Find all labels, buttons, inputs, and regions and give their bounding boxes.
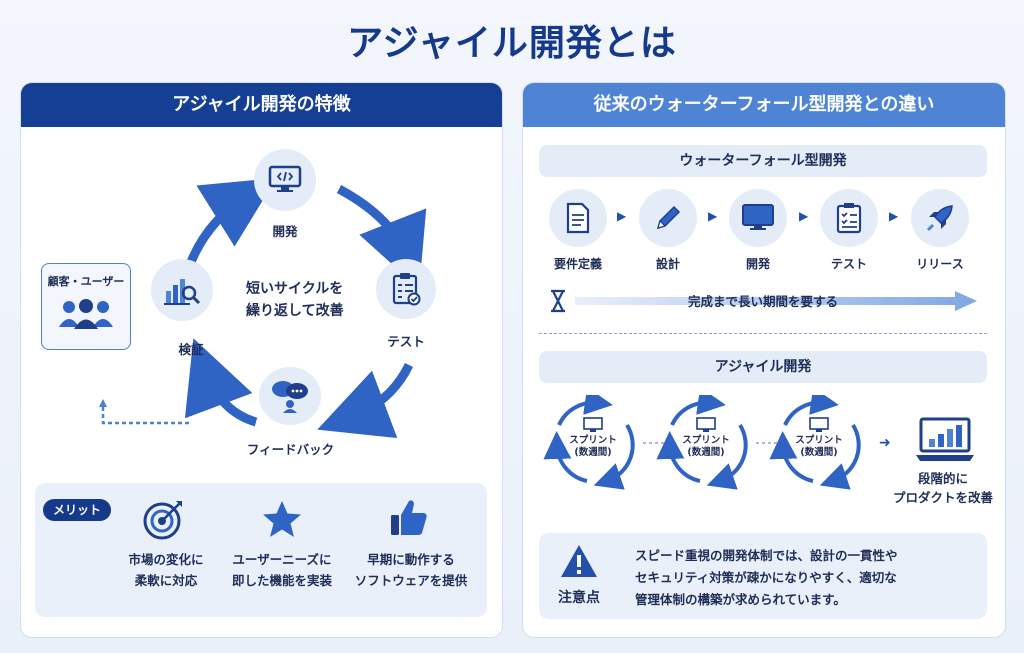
verify-step-label: 検証 <box>178 342 204 357</box>
waterfall-arrow-icon: ▶ <box>708 209 718 223</box>
caution-line2: セキュリティ対策が疎かになりやすく、適切な <box>635 570 897 585</box>
duration-arrow <box>551 289 977 313</box>
sprint-result-arrow-icon: ➜ <box>879 435 891 451</box>
agile-features-header: アジャイル開発の特徴 <box>21 83 502 127</box>
release-step-icon <box>911 189 969 247</box>
agile-result-text: 段階的に プロダクトを改善 <box>883 469 1003 507</box>
merit-item-3-line2: ソフトウェアを提供 <box>354 573 468 588</box>
cycle-center-line1: 短いサイクルを <box>246 281 344 297</box>
feedback-step-label: フィードバック <box>246 442 335 457</box>
sprint-2-line1: スプリント <box>682 435 730 446</box>
chart-magnifier-icon <box>164 279 201 305</box>
sprint-1-label: スプリント(数週間) <box>568 435 618 459</box>
requirements-step-icon <box>549 189 607 247</box>
checklist-icon <box>836 203 862 234</box>
caution-label: 注意点 <box>558 590 600 606</box>
users-icon <box>59 299 113 329</box>
waterfall-step-2: 設計 <box>655 257 680 271</box>
verify-step-icon <box>151 259 213 321</box>
merit-item-2-line1: ユーザーニーズに <box>232 552 332 567</box>
feedback-step-icon <box>259 367 321 425</box>
thumbs-up-icon <box>391 500 427 535</box>
caution-text: スピード重視の開発体制では、設計の一貫性や セキュリティ対策が疎かになりやすく、… <box>635 545 975 611</box>
test-step-label: テスト <box>387 334 425 349</box>
test-step-icon <box>376 259 436 319</box>
duration-text: 完成まで長い期間を要する <box>687 294 838 309</box>
sprint-2-line2: (数週間) <box>687 447 725 458</box>
waterfall-step-3: 開発 <box>745 257 770 271</box>
customer-box: 顧客・ユーザー <box>41 263 131 350</box>
clipboard-check-icon <box>392 273 421 306</box>
merit-item-1-line2: 柔軟に対応 <box>134 573 198 588</box>
merit-badge: メリット <box>43 499 111 521</box>
agile-features-panel: アジャイル開発の特徴 開発 <box>20 82 503 638</box>
sprint-monitor-icon <box>809 417 829 432</box>
page-title: アジャイル開発とは <box>347 23 677 64</box>
develop-wf-step-icon <box>729 189 787 247</box>
monitor-code-icon <box>268 165 302 192</box>
merit-item-2-line2: 即した機能を実装 <box>231 573 332 588</box>
merit-item-3: 早期に動作する ソフトウェアを提供 <box>353 549 469 591</box>
waterfall-step-1: 要件定義 <box>553 257 602 271</box>
agile-header: アジャイル開発 <box>539 351 987 383</box>
develop-step-label: 開発 <box>272 224 298 239</box>
waterfall-arrow-icon: ▶ <box>799 209 809 223</box>
pencil-icon <box>656 205 681 230</box>
sprint-2-label: スプリント(数週間) <box>681 435 731 459</box>
section-divider <box>539 333 987 334</box>
merit-item-3-line1: 早期に動作する <box>367 552 455 567</box>
waterfall-step-4: テスト <box>830 257 867 271</box>
document-icon <box>566 202 590 234</box>
agile-result-line1: 段階的に <box>917 471 968 486</box>
merit-item-2: ユーザーニーズに 即した機能を実装 <box>230 549 334 591</box>
design-step-icon <box>639 189 697 247</box>
caution-line3: 管理体制の構築が求められています。 <box>635 592 846 607</box>
waterfall-header: ウォーターフォール型開発 <box>539 145 987 177</box>
caution-box: 注意点 スピード重視の開発体制では、設計の一貫性や セキュリティ対策が疎かになり… <box>539 533 987 619</box>
monitor-icon <box>742 204 774 230</box>
waterfall-arrow-icon: ▶ <box>889 209 899 223</box>
comparison-panel: 従来のウォーターフォール型開発との違い ウォーターフォール型開発 要件定義 ▶ … <box>522 82 1006 638</box>
customer-label: 顧客・ユーザー <box>47 275 125 288</box>
target-icon <box>143 501 182 540</box>
test-wf-step-icon <box>820 189 878 247</box>
sprint-3-line1: スプリント <box>795 435 843 446</box>
waterfall-arrow-icon: ▶ <box>617 209 627 223</box>
sprint-cycles <box>543 395 861 490</box>
comparison-header: 従来のウォーターフォール型開発との違い <box>523 83 1005 127</box>
develop-step-icon <box>254 149 316 211</box>
sprint-monitor-icon <box>583 417 603 432</box>
laptop-chart-icon <box>916 417 974 461</box>
chat-bubbles-icon <box>272 381 308 413</box>
cycle-center-text: 短いサイクルを 繰り返して改善 <box>246 278 366 322</box>
caution-line1: スピード重視の開発体制では、設計の一貫性や <box>635 548 898 563</box>
star-icon <box>263 501 301 537</box>
merit-item-1: 市場の変化に 柔軟に対応 <box>120 549 212 591</box>
sprint-3-line2: (数週間) <box>800 447 838 458</box>
cycle-center-line2: 繰り返して改善 <box>246 303 344 319</box>
merit-item-1-line1: 市場の変化に <box>128 552 204 567</box>
rocket-icon <box>926 205 953 232</box>
cycle-arrows <box>99 177 427 439</box>
sprint-1-line2: (数週間) <box>574 447 612 458</box>
merit-box: メリット 市場の変化に 柔軟に対応 ユーザーニーズに 即した機能を実装 <box>35 483 487 617</box>
waterfall-step-5: リリース <box>916 257 964 271</box>
sprint-monitor-icon <box>696 417 716 432</box>
sprint-1-line1: スプリント <box>569 435 617 446</box>
agile-result-line2: プロダクトを改善 <box>892 490 993 505</box>
warning-icon <box>561 545 597 577</box>
sprint-3-label: スプリント(数週間) <box>794 435 844 459</box>
